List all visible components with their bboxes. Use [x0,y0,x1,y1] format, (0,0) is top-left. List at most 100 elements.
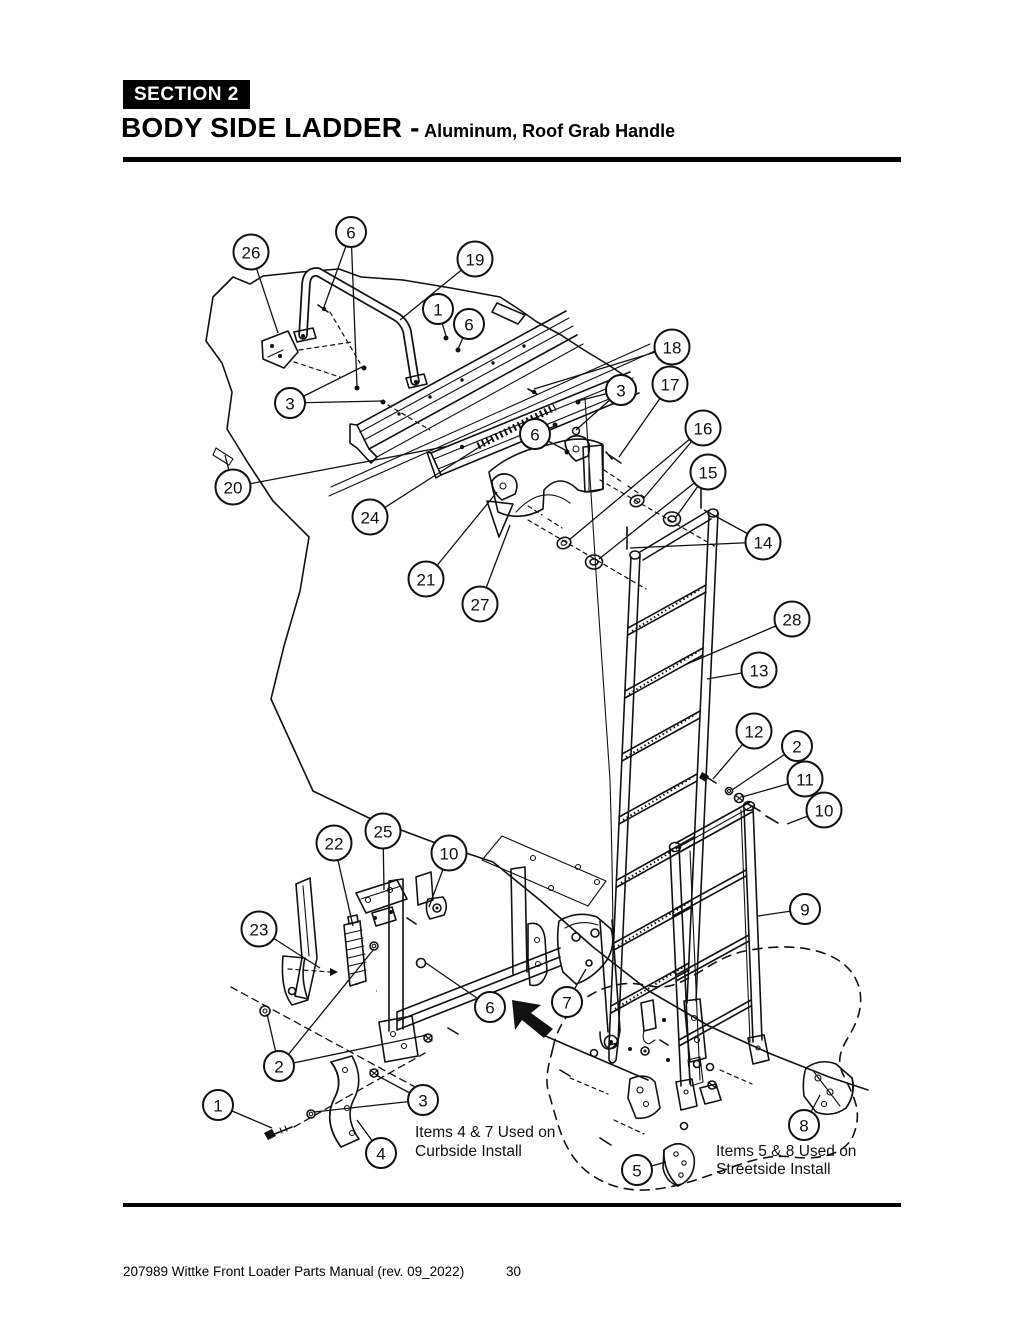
roof-grab-handle [293,267,428,389]
svg-text:13: 13 [750,662,769,681]
callout-1: 1 [202,1089,273,1129]
callout-10: 10 [786,791,843,829]
pivot-arm-latch [599,919,670,1062]
svg-text:17: 17 [661,376,680,395]
callout-17: 17 [618,365,689,458]
callout-4: 4 [356,1119,397,1169]
page-title-main: BODY SIDE LADDER - [121,112,420,143]
svg-text:22: 22 [325,835,344,854]
callout-9: 9 [757,893,821,925]
ladder-rungs [610,584,707,1014]
page-title-sub: Aluminum, Roof Grab Handle [424,121,676,141]
stow-assembly [230,866,561,1095]
svg-text:Items 5 & 8 Used on: Items 5 & 8 Used on [716,1143,856,1160]
svg-text:28: 28 [783,611,802,630]
svg-text:2: 2 [792,738,801,757]
callout-6: 6 [425,962,506,1023]
callout-21: 21 [407,491,498,598]
footer-manual-title: 207989 Wittke Front Loader Parts Manual … [123,1264,465,1279]
ladder-side-hardware [699,772,779,824]
handle-bracket-26 [261,304,461,431]
svg-text:12: 12 [745,723,764,742]
svg-text:27: 27 [471,596,490,615]
curbside-hardware [264,1052,426,1148]
callout-8: 8 [788,1094,821,1141]
callout-15: 15 [598,453,727,560]
callout-28: 28 [686,600,811,665]
callout-23: 23 [240,910,321,969]
hanger-brackets [486,434,645,538]
callout-7: 7 [551,968,587,1018]
svg-text:21: 21 [417,571,436,590]
svg-text:Curbside Install: Curbside Install [415,1143,522,1160]
svg-text:3: 3 [285,395,294,414]
callout-11: 11 [741,760,824,798]
install-note-1: Items 4 & 7 Used on Curbside Install [415,1124,555,1160]
callout-6: 6 [519,418,568,452]
callout-24: 24 [351,438,493,536]
svg-text:15: 15 [699,464,718,483]
svg-text:4: 4 [376,1145,385,1164]
svg-text:Streetside Install: Streetside Install [716,1161,831,1178]
svg-text:7: 7 [562,994,571,1013]
svg-text:26: 26 [242,244,261,263]
main-ladder [608,485,719,1087]
svg-text:24: 24 [361,509,380,528]
section-badge: SECTION 2 [123,80,250,109]
svg-text:6: 6 [346,224,355,243]
bracket-7 [556,913,614,985]
callout-20: 20 [214,445,450,506]
callout-13: 13 [706,651,778,689]
callout-2: 2 [263,948,428,1082]
svg-text:6: 6 [464,316,473,335]
callout-27: 27 [461,524,511,623]
callout-6: 6 [453,308,485,350]
callout-12: 12 [712,712,773,780]
washers-grommets [527,479,717,590]
callout-10: 10 [428,834,468,908]
callout-26: 26 [232,233,279,334]
svg-text:6: 6 [485,999,494,1018]
callout-2: 2 [731,730,813,791]
callout-3: 3 [313,1074,439,1116]
header-rule [123,157,901,162]
callout-19: 19 [399,240,494,321]
streetside-group [546,946,862,1191]
callout-14: 14 [629,509,782,561]
callout-3: 3 [274,366,383,419]
slide-ladder [668,800,770,1111]
callout-22: 22 [315,824,354,927]
svg-text:1: 1 [433,301,442,320]
footer-page-number: 30 [506,1264,522,1279]
callout-18: 18 [533,328,691,390]
svg-text:3: 3 [418,1092,427,1111]
svg-text:23: 23 [250,921,269,940]
direction-arrow [512,1000,649,1081]
page-title: BODY SIDE LADDER - Aluminum, Roof Grab H… [121,112,675,144]
callout-3: 3 [575,374,637,431]
svg-text:18: 18 [663,339,682,358]
svg-text:6: 6 [530,426,539,445]
roof-rail-upper [349,310,584,464]
svg-text:2: 2 [274,1058,283,1077]
callout-6: 6 [323,216,367,387]
callout-25: 25 [364,812,402,891]
callout-5: 5 [621,1154,667,1186]
svg-text:11: 11 [796,771,814,790]
callout-1: 1 [422,293,454,337]
footer-rule [123,1203,901,1207]
svg-text:3: 3 [616,382,625,401]
callout-16: 16 [568,409,722,541]
truck-body-outline [205,268,869,1091]
svg-text:10: 10 [440,845,459,864]
svg-text:8: 8 [799,1117,808,1136]
svg-text:14: 14 [754,534,773,553]
svg-text:Items 4 & 7 Used on: Items 4 & 7 Used on [415,1124,555,1141]
svg-text:5: 5 [632,1162,641,1181]
svg-text:20: 20 [224,479,243,498]
